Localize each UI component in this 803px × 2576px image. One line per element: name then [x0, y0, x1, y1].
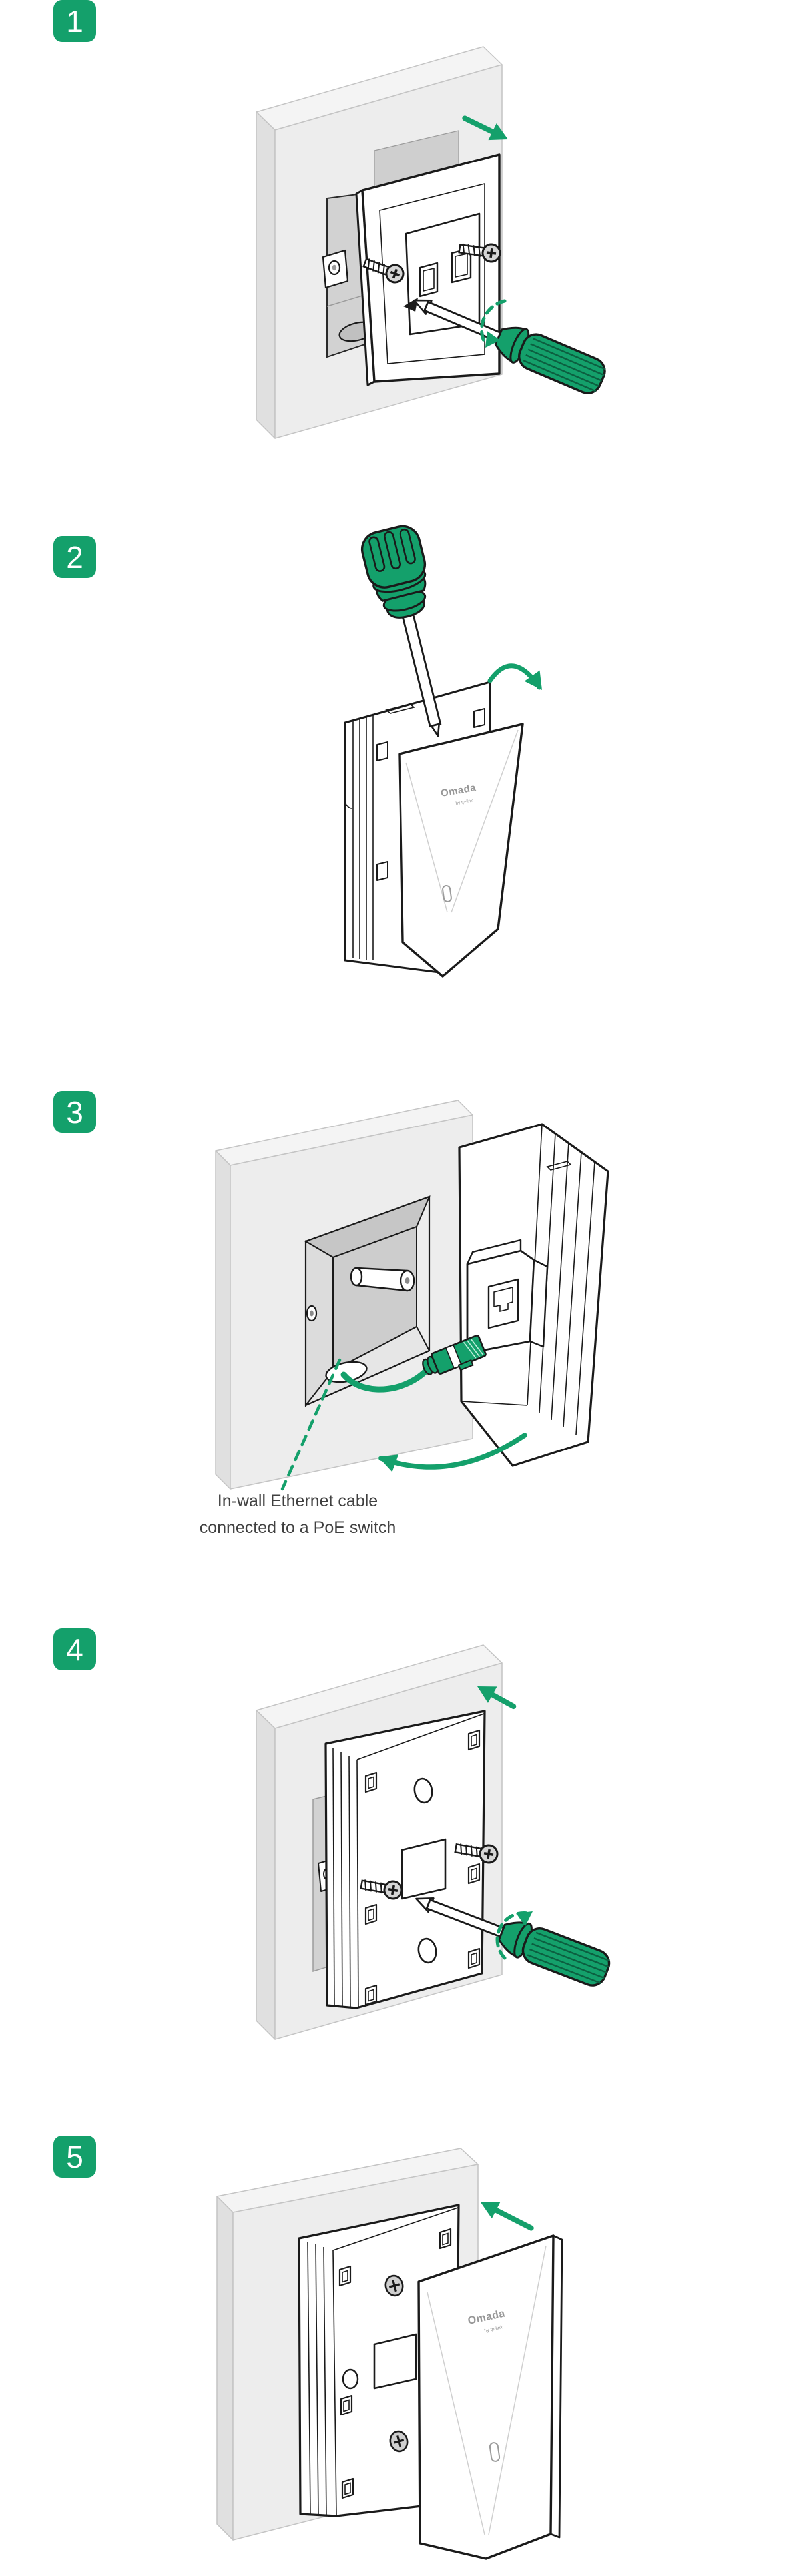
cable-cutout [401, 1838, 447, 1900]
side-hole [342, 2368, 359, 2390]
screwdriver-icon [413, 299, 606, 394]
rj45-plug-icon [422, 1335, 487, 1375]
screw-icon [360, 1879, 403, 1900]
flip-open-arrow-icon [487, 663, 542, 690]
installed-screw-icon [389, 2430, 409, 2453]
step-1-illustration [256, 46, 606, 439]
rj45-port [466, 1239, 549, 1355]
unscrew-rotation-dashes [480, 299, 507, 348]
cable-caption-line1: In-wall Ethernet cable [217, 1492, 378, 1510]
step-4-number: 4 [66, 1632, 83, 1667]
junction-box [304, 1195, 431, 1407]
rotate-arrow-icon [378, 1433, 527, 1472]
mounting-ear [322, 249, 349, 289]
step-3-badge: 3 [53, 1091, 96, 1133]
access-point-back [458, 1123, 609, 1467]
step-1-number: 1 [66, 3, 83, 39]
step-2-badge: 2 [53, 536, 96, 578]
front-cover: Omada by tp-link [398, 723, 524, 978]
step-3-illustration [215, 1100, 609, 1491]
step-2-number: 2 [66, 539, 83, 575]
cable-caption: In-wall Ethernet cable connected to a Po… [164, 1488, 431, 1541]
arrow-right-icon [462, 115, 508, 141]
cable-caption-line2: connected to a PoE switch [199, 1518, 396, 1537]
arrow-up-left-icon [481, 2202, 534, 2231]
tighten-rotation-dashes [495, 1911, 533, 1960]
screw-icon [458, 243, 501, 263]
step-4-badge: 4 [53, 1628, 96, 1670]
screw-icon [362, 258, 405, 284]
side-hole [306, 1305, 318, 1322]
front-cover: Omada by tp-link [417, 2234, 563, 2560]
logo-byline: by tp-link [455, 798, 474, 806]
step-4-illustration [256, 1644, 611, 2040]
step-5-number: 5 [66, 2139, 83, 2174]
step-3-number: 3 [66, 1094, 83, 1129]
screw-boss [350, 1267, 415, 1292]
led-slot [442, 884, 452, 902]
led-slot [489, 2442, 501, 2462]
cable-cutout [373, 2333, 417, 2390]
leader-line [280, 1358, 342, 1491]
screw-icon [454, 1843, 499, 1864]
step-2-illustration: Omada by tp-link [344, 525, 542, 978]
screwdriver-icon [415, 1897, 611, 1987]
arrow-up-left-icon [477, 1686, 517, 1710]
step-5-badge: 5 [53, 2136, 96, 2178]
clip-slots [364, 1729, 481, 2006]
mounting-plate [324, 1710, 486, 2009]
step-1-badge: 1 [53, 0, 96, 42]
step-5-illustration: Omada by tp-link [216, 2148, 563, 2560]
installed-screw-icon [384, 2274, 404, 2297]
screwdriver-icon [360, 525, 442, 737]
